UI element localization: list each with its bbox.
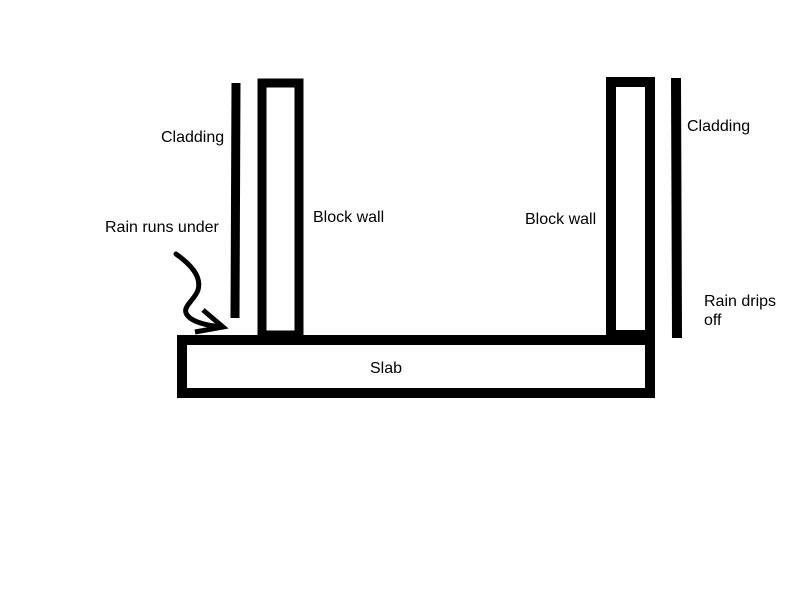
block-wall-right-shape (606, 77, 655, 340)
rain-drips-off-line1: Rain drips (704, 293, 777, 310)
rain-arrow-icon (173, 251, 225, 330)
block-wall-left-shape (257, 78, 304, 340)
cladding-right-shape (671, 77, 682, 339)
rain-drips-off-label: Rain drips off (704, 292, 776, 330)
slab-shape (177, 335, 655, 398)
cladding-right-label: Cladding (687, 118, 751, 135)
block-wall-right-label: Block wall (525, 211, 597, 228)
block-wall-left-label: Block wall (313, 209, 385, 226)
rain-runs-under-label: Rain runs under (105, 219, 219, 236)
cladding-left-shape (230, 82, 241, 319)
cladding-left-label: Cladding (161, 129, 225, 146)
rain-arrow-head-icon (194, 308, 229, 335)
rain-drips-off-line2: off (704, 312, 722, 329)
slab-label: Slab (370, 360, 403, 377)
